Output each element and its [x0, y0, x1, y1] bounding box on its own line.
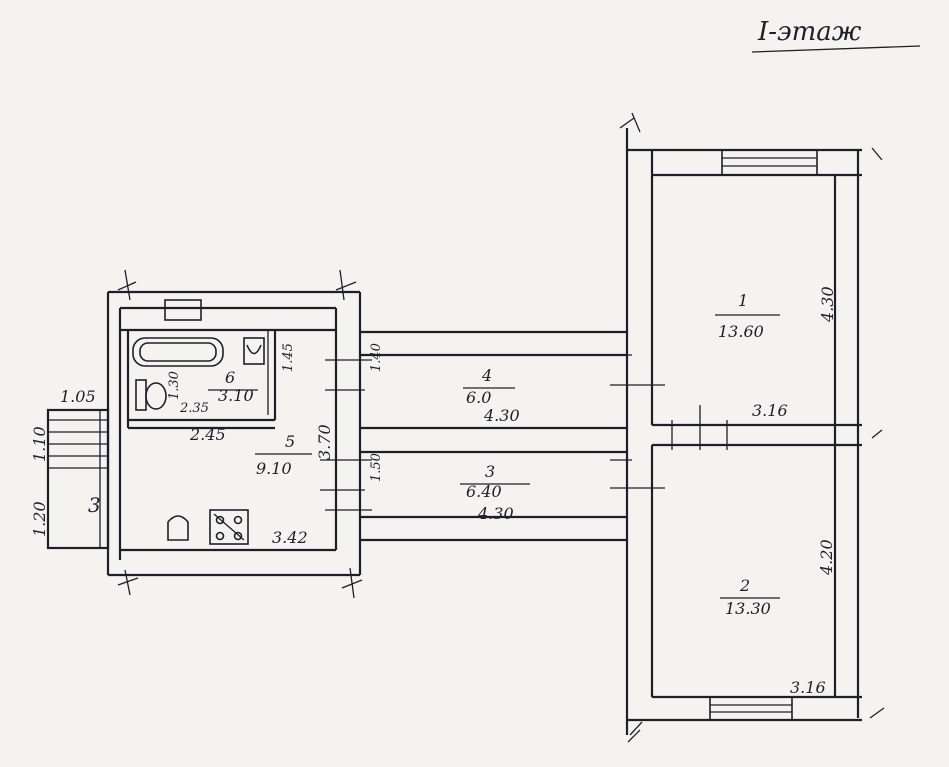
svg-text:3.10: 3.10	[218, 386, 254, 405]
right-block-walls	[610, 112, 885, 743]
dim-room5-width: 3.42	[272, 528, 308, 547]
svg-text:13.30: 13.30	[725, 599, 771, 618]
floor-title: I-этаж	[757, 17, 862, 47]
porch	[46, 408, 110, 550]
room-4-label: 4 6.0	[463, 366, 515, 407]
window-bottom	[709, 696, 793, 721]
porch-label: 3	[88, 493, 101, 517]
dim-corridor-width: 3.16	[752, 401, 788, 420]
bathtub-icon	[132, 337, 224, 367]
toilet-icon	[135, 379, 167, 411]
dim-room1-height: 4.30	[818, 286, 837, 323]
dim-room6-width: 2.45	[189, 425, 226, 444]
dim-room2-height: 4.20	[817, 539, 836, 576]
dim-room4-width: 4.30	[483, 406, 520, 425]
svg-text:1: 1	[738, 291, 748, 310]
svg-text:9.10: 9.10	[256, 459, 292, 478]
dim-porch-width: 1.05	[60, 387, 96, 406]
dim-wc-height: 1.30	[167, 371, 182, 400]
svg-text:6: 6	[225, 368, 235, 387]
title-underline	[751, 45, 921, 53]
dim-room3-depth: 1.50	[369, 453, 384, 482]
dim-porch-height-upper: 1.10	[30, 426, 49, 462]
corridor-walls	[360, 330, 627, 542]
room-2-label: 2 13.30	[720, 576, 780, 618]
dim-bath-depth: 1.45	[281, 343, 296, 372]
dim-porch-height-lower: 1.20	[30, 501, 49, 537]
room-1-label: 1 13.60	[715, 291, 780, 341]
svg-text:6.0: 6.0	[466, 388, 491, 407]
svg-text:3: 3	[485, 462, 495, 481]
svg-text:4: 4	[481, 366, 492, 385]
room-6-label: 6 3.10	[208, 368, 258, 405]
stove-icon	[209, 509, 249, 545]
room-5-label: 5 9.10	[255, 432, 312, 478]
toilet-kitchen-icon	[167, 515, 189, 541]
svg-text:5: 5	[285, 432, 295, 451]
svg-text:6.40: 6.40	[466, 482, 502, 501]
left-block-walls	[106, 269, 372, 599]
room-3-label: 3 6.40	[460, 462, 530, 501]
dim-room4-depth: 1.40	[369, 343, 384, 372]
dim-room5-height: 3.70	[315, 424, 334, 460]
sink-icon	[243, 337, 265, 365]
window-top	[721, 149, 818, 176]
svg-text:2: 2	[739, 576, 750, 595]
dim-room2-width: 3.16	[790, 678, 826, 697]
svg-text:13.60: 13.60	[718, 322, 764, 341]
dim-room3-width: 4.30	[477, 504, 514, 523]
dim-wc-width: 2.35	[179, 401, 209, 416]
